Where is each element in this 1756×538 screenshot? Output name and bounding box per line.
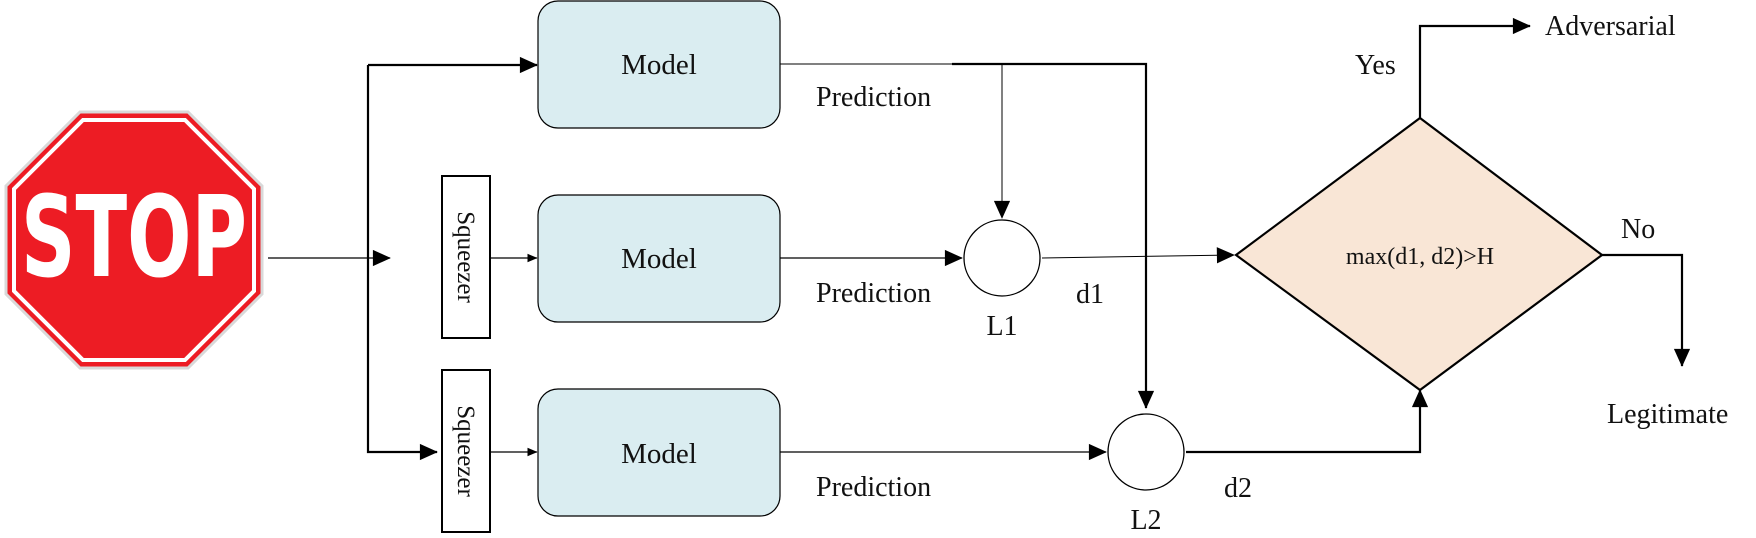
model-2-label: Model: [621, 243, 697, 275]
l1-node: [963, 219, 1041, 297]
squeezer-2: Squeezer: [441, 369, 491, 533]
squeezer-1-label: Squeezer: [452, 211, 479, 303]
prediction-label-2: Prediction: [816, 278, 931, 309]
d2-label: d2: [1224, 473, 1252, 504]
l1-to-decision-arrow: [1041, 247, 1235, 264]
decision-diamond: max(d1, d2)>H: [1234, 116, 1604, 392]
prediction-label-3: Prediction: [816, 472, 931, 503]
no-label: No: [1621, 214, 1655, 245]
l2-node: [1107, 413, 1185, 491]
stop-sign-text: STOP: [21, 173, 247, 303]
legitimate-outcome: Legitimate: [1607, 399, 1728, 430]
connectors: [268, 17, 1691, 461]
l2-label: L2: [1130, 505, 1161, 536]
d1-label: d1: [1076, 279, 1104, 310]
decision-condition: max(d1, d2)>H: [1346, 244, 1494, 270]
adversarial-outcome: Adversarial: [1545, 11, 1676, 42]
l1-label: L1: [986, 311, 1017, 342]
yes-to-adversarial-arrow: [1418, 17, 1531, 118]
prediction-label-1: Prediction: [816, 82, 931, 113]
squeezer-2-label: Squeezer: [452, 405, 479, 497]
model-1-to-l2-arrow: [952, 62, 1155, 409]
model-1-label: Model: [621, 49, 697, 81]
yes-label: Yes: [1355, 50, 1396, 81]
model-3-label: Model: [621, 438, 697, 470]
model-3: Model: [537, 388, 781, 517]
model-1: Model: [537, 0, 781, 129]
stop-sign-image: STOP: [4, 110, 264, 370]
branch-to-squeezer-2-arrow: [366, 65, 438, 461]
model-2: Model: [537, 194, 781, 323]
l2-to-decision-arrow: [1186, 389, 1429, 454]
no-to-legitimate-arrow: [1602, 253, 1691, 367]
squeezer-1: Squeezer: [441, 175, 491, 339]
